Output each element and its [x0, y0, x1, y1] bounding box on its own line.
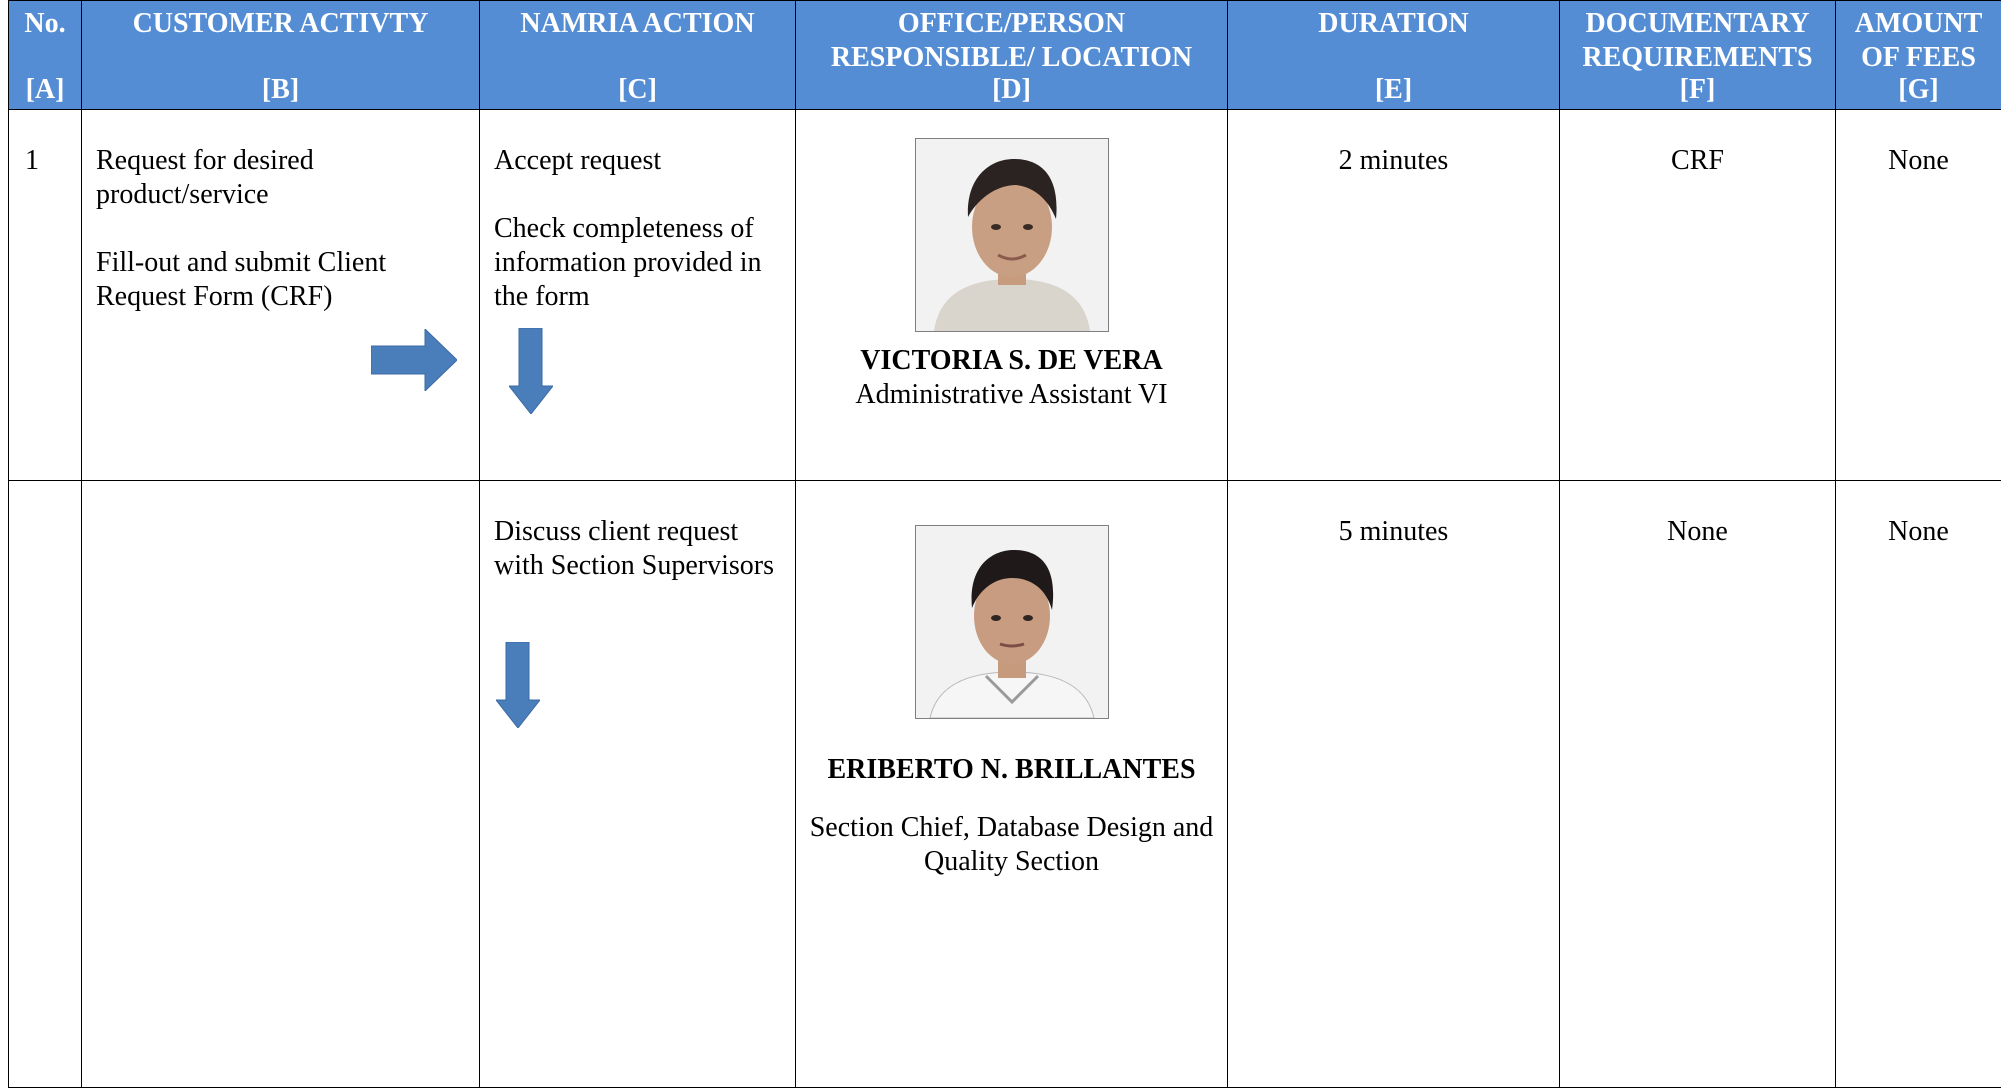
duration-value: 5 minutes [1228, 481, 1559, 549]
requirements-value: CRF [1560, 110, 1835, 178]
person-photo-illustration [916, 139, 1108, 331]
header-code: [D] [796, 73, 1227, 107]
cell-namria-action: Discuss client request with Section Supe… [480, 481, 796, 1088]
arrow-down-icon [496, 642, 540, 728]
person-name: ERIBERTO N. BRILLANTES [796, 753, 1227, 787]
header-title: NAMRIA ACTION [480, 7, 795, 41]
person-name: VICTORIA S. DE VERA [796, 344, 1227, 378]
person-photo [915, 525, 1109, 719]
header-title: OFFICE/PERSON RESPONSIBLE/ LOCATION [796, 7, 1227, 75]
namria-action-text: Accept request [494, 144, 781, 178]
person-role: Section Chief, Database Design and Quali… [796, 811, 1227, 879]
cell-customer-activity [82, 481, 480, 1088]
namria-action-text: Discuss client request with Section Supe… [494, 515, 781, 583]
header-title-line: OF FEES [1836, 41, 2001, 75]
fees-value: None [1836, 110, 2001, 178]
cell-requirements: None [1560, 481, 1836, 1088]
header-col-d: OFFICE/PERSON RESPONSIBLE/ LOCATION [D] [796, 1, 1228, 110]
header-title-line: AMOUNT [1836, 7, 2001, 41]
cell-number: 1 [9, 110, 82, 481]
header-col-e: DURATION [E] [1228, 1, 1560, 110]
cell-customer-activity: Request for desired product/service Fill… [82, 110, 480, 481]
header-title-line: RESPONSIBLE/ LOCATION [796, 41, 1227, 75]
header-col-b: CUSTOMER ACTIVTY [B] [82, 1, 480, 110]
table-row: Discuss client request with Section Supe… [9, 481, 2001, 1088]
header-code: [A] [9, 73, 81, 107]
customer-activity-text: Fill-out and submit Client Request Form … [96, 246, 465, 314]
header-title: CUSTOMER ACTIVTY [82, 7, 479, 41]
header-code: [E] [1228, 73, 1559, 107]
header-code: [F] [1560, 73, 1835, 107]
cell-person: VICTORIA S. DE VERA Administrative Assis… [796, 110, 1228, 481]
person-role: Administrative Assistant VI [796, 378, 1227, 412]
fees-value: None [1836, 481, 2001, 549]
header-code: [C] [480, 73, 795, 107]
cell-requirements: CRF [1560, 110, 1836, 481]
header-title: DOCUMENTARY REQUIREMENTS [1560, 7, 1835, 75]
arrow-down-icon [509, 328, 553, 414]
header-title: AMOUNT OF FEES [1836, 7, 2001, 75]
duration-value: 2 minutes [1228, 110, 1559, 178]
cell-duration: 2 minutes [1228, 110, 1560, 481]
person-photo-illustration [916, 526, 1108, 718]
requirements-value: None [1560, 481, 1835, 549]
header-col-c: NAMRIA ACTION [C] [480, 1, 796, 110]
header-code: [B] [82, 73, 479, 107]
cell-person: ERIBERTO N. BRILLANTES Section Chief, Da… [796, 481, 1228, 1088]
cell-number [9, 481, 82, 1088]
customer-activity-text: Request for desired product/service [96, 144, 465, 212]
person-photo [915, 138, 1109, 332]
header-title: No. [9, 7, 81, 41]
arrow-right-icon [371, 329, 457, 391]
row-number [9, 481, 81, 515]
service-table: No. [A] CUSTOMER ACTIVTY [B] NAMRIA ACTI… [8, 0, 2001, 1088]
table-row: 1 Request for desired product/service Fi… [9, 110, 2001, 481]
cell-fees: None [1836, 110, 2001, 481]
cell-fees: None [1836, 481, 2001, 1088]
header-col-f: DOCUMENTARY REQUIREMENTS [F] [1560, 1, 1836, 110]
header-row: No. [A] CUSTOMER ACTIVTY [B] NAMRIA ACTI… [9, 1, 2001, 110]
header-col-g: AMOUNT OF FEES [G] [1836, 1, 2001, 110]
cell-duration: 5 minutes [1228, 481, 1560, 1088]
header-code: [G] [1836, 73, 2001, 107]
header-title: DURATION [1228, 7, 1559, 41]
header-title-line: OFFICE/PERSON [796, 7, 1227, 41]
header-col-a: No. [A] [9, 1, 82, 110]
namria-action-text: Check completeness of information provid… [494, 212, 781, 314]
cell-namria-action: Accept request Check completeness of inf… [480, 110, 796, 481]
row-number: 1 [9, 110, 81, 178]
